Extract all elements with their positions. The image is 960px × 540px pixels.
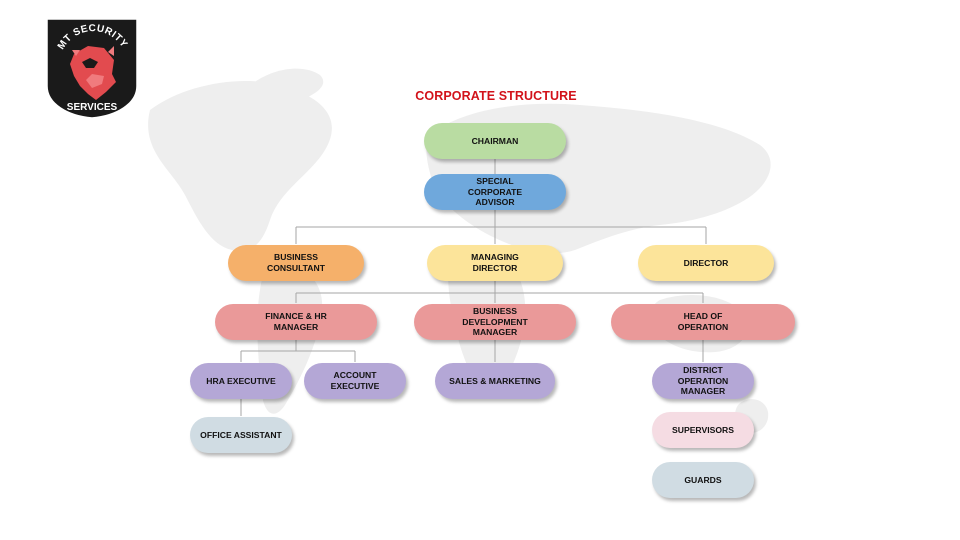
node-head-of-operation: HEAD OF OPERATION: [611, 304, 795, 340]
node-chairman: CHAIRMAN: [424, 123, 566, 159]
node-supervisors: SUPERVISORS: [652, 412, 754, 448]
company-logo: MT SECURITY SERVICES: [46, 18, 138, 119]
node-office-assistant: OFFICE ASSISTANT: [190, 417, 292, 453]
node-special-corporate-advisor: SPECIAL CORPORATE ADVISOR: [424, 174, 566, 210]
node-finance-hr-manager: FINANCE & HR MANAGER: [215, 304, 377, 340]
node-account-executive: ACCOUNT EXECUTIVE: [304, 363, 406, 399]
node-hra-executive: HRA EXECUTIVE: [190, 363, 292, 399]
lion-head-icon: [70, 46, 116, 100]
node-business-consultant: BUSINESS CONSULTANT: [228, 245, 364, 281]
logo-bottom-text: SERVICES: [67, 102, 118, 113]
node-guards: GUARDS: [652, 462, 754, 498]
node-district-operation-manager: DISTRICT OPERATION MANAGER: [652, 363, 754, 399]
node-director: DIRECTOR: [638, 245, 774, 281]
node-sales-marketing: SALES & MARKETING: [435, 363, 555, 399]
node-business-development-manager: BUSINESS DEVELOPMENT MANAGER: [414, 304, 576, 340]
node-managing-director: MANAGING DIRECTOR: [427, 245, 563, 281]
page-title: CORPORATE STRUCTURE: [415, 89, 577, 103]
